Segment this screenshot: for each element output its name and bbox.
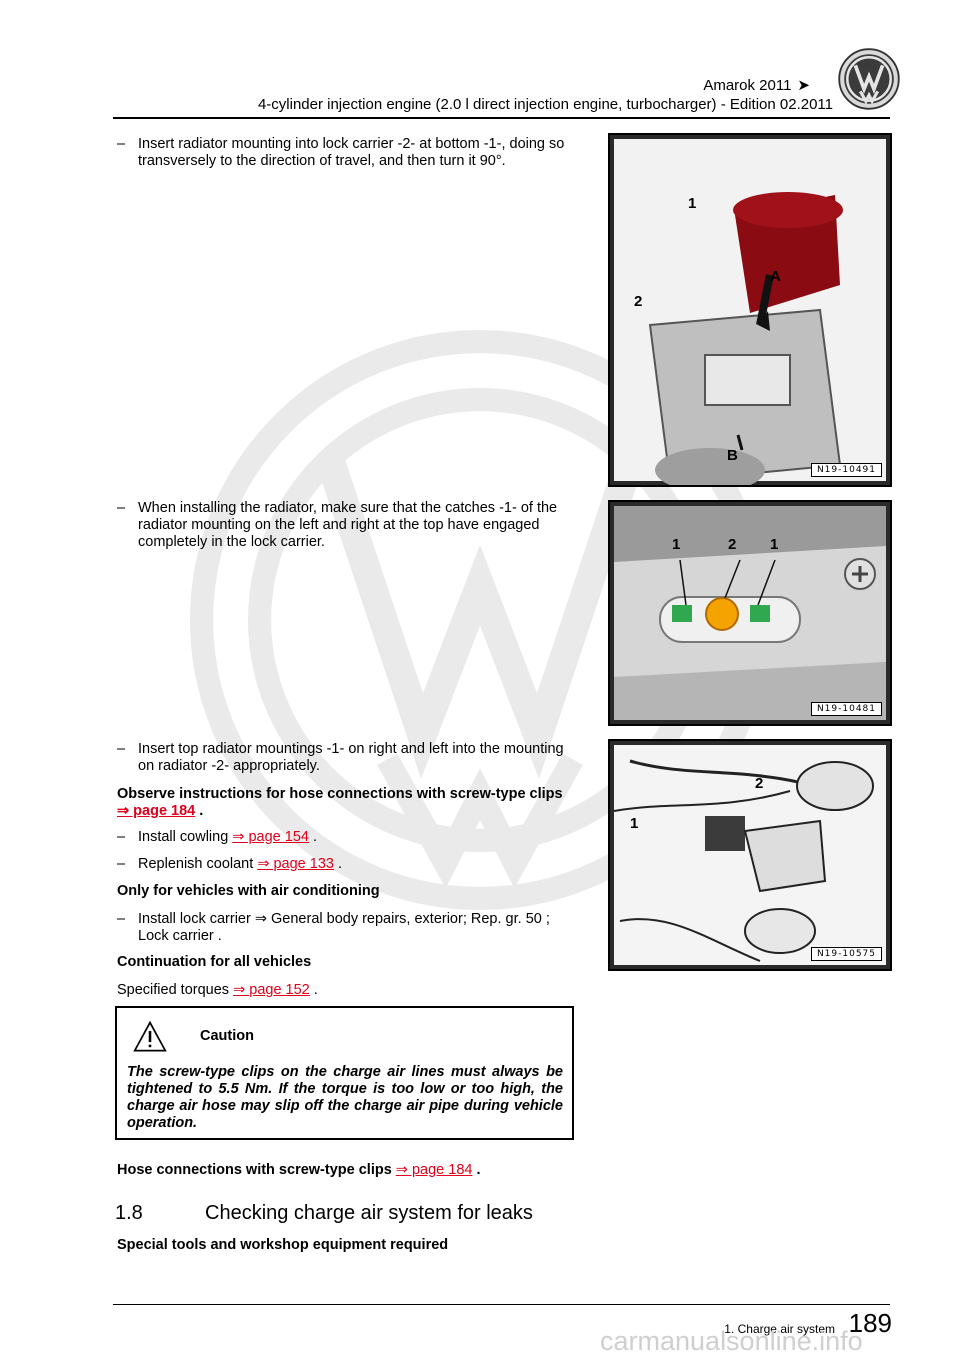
special-tools-heading: Special tools and workshop equipment req…: [117, 1237, 449, 1253]
torques-suffix: .: [313, 982, 318, 998]
step-dash: –: [117, 136, 126, 152]
figure-catches: 1 2 1 N19-10481: [608, 500, 892, 726]
page-133-link[interactable]: ⇒ page 133: [257, 856, 334, 872]
section-heading: 1.8 Checking charge air system for leaks: [115, 1202, 533, 1225]
caution-box: Caution The screw-type clips on the char…: [115, 1006, 574, 1140]
figure-hose-connections: 2 1 N19-10575: [608, 739, 892, 971]
step-dash: –: [117, 856, 126, 872]
page-184-link[interactable]: ⇒ page 184: [117, 803, 196, 819]
next-arrow-icon[interactable]: ➤: [797, 77, 810, 94]
figure-radiator-mounting: 1 2 A B N19-10491: [608, 133, 892, 487]
hose-instructions-note: Observe instructions for hose connection…: [117, 786, 577, 820]
step-text: Insert top radiator mountings -1- on rig…: [138, 741, 564, 774]
step-top-mountings: – Insert top radiator mountings -1- on r…: [117, 741, 577, 775]
step-dash: –: [117, 500, 126, 516]
figure-label: B: [727, 447, 738, 464]
figure-label: 2: [755, 775, 764, 792]
figure-label: 1: [630, 815, 639, 832]
page-152-link[interactable]: ⇒ page 152: [233, 982, 310, 998]
step-text: When installing the radiator, make sure …: [138, 500, 558, 550]
step-dash: –: [117, 911, 126, 927]
ac-heading: Only for vehicles with air conditioning: [117, 883, 380, 899]
header-title: 4-cylinder injection engine (2.0 l direc…: [257, 96, 833, 113]
figure-label: 1: [688, 195, 697, 212]
step-text: Replenish coolant: [138, 856, 254, 872]
figure-illustration: [614, 506, 886, 720]
figure-illustration: [614, 139, 886, 485]
step-suffix: .: [312, 829, 318, 845]
figure-label: 1: [770, 536, 779, 553]
figure-label: 2: [634, 293, 643, 310]
footer-section-label: 1. Charge air system: [724, 1322, 835, 1336]
hose-note-suffix: .: [199, 803, 204, 819]
step-text: Install lock carrier ⇒ General body repa…: [138, 911, 550, 944]
step-text: Install cowling: [138, 829, 229, 845]
hose-clips-note: Hose connections with screw-type clips ⇒…: [117, 1162, 481, 1179]
footer-rule: [113, 1304, 890, 1305]
page-184-link[interactable]: ⇒ page 184: [395, 1162, 473, 1178]
page-number: 189: [848, 1308, 892, 1338]
figure-label: 2: [728, 536, 737, 553]
site-stamp: carmanualsonline.info: [600, 1326, 863, 1356]
figure-caption: N19-10575: [810, 947, 882, 961]
hose-note-text: Observe instructions for hose connection…: [117, 786, 563, 802]
caution-body: The screw-type clips on the charge air l…: [127, 1064, 563, 1131]
header-model: Amarok 2011 ➤: [703, 76, 810, 94]
step-install-lock-carrier: – Install lock carrier ⇒ General body re…: [117, 911, 577, 945]
step-check-catches: – When installing the radiator, make sur…: [117, 500, 577, 551]
section-title: Checking charge air system for leaks: [205, 1202, 533, 1224]
warning-triangle-icon: [133, 1020, 167, 1052]
continuation-heading: Continuation for all vehicles: [117, 954, 312, 970]
figure-caption: N19-10481: [810, 702, 882, 716]
torques-text: Specified torques: [117, 982, 230, 998]
step-dash: –: [117, 741, 126, 757]
figure-illustration: [613, 745, 886, 965]
step-suffix: .: [338, 856, 343, 872]
specified-torques: Specified torques ⇒ page 152 .: [117, 982, 318, 999]
figure-label: 1: [672, 536, 681, 553]
hose-clips-text: Hose connections with screw-type clips: [117, 1162, 392, 1178]
caution-title: Caution: [200, 1028, 254, 1044]
step-replenish-coolant: – Replenish coolant ⇒ page 133 .: [117, 856, 577, 873]
step-dash: –: [117, 829, 126, 845]
step-text: Insert radiator mounting into lock carri…: [138, 136, 565, 169]
step-body: Replenish coolant ⇒ page 133 .: [138, 856, 577, 873]
figure-label: A: [770, 268, 781, 285]
hose-clips-suffix: .: [476, 1162, 481, 1178]
vw-logo-icon: [838, 48, 900, 110]
page-154-link[interactable]: ⇒ page 154: [232, 829, 309, 845]
model-name: Amarok 2011: [703, 77, 792, 94]
header-rule: [113, 117, 890, 119]
step-insert-mounting: – Insert radiator mounting into lock car…: [117, 136, 577, 170]
step-body: Install cowling ⇒ page 154 .: [138, 829, 577, 846]
section-number: 1.8: [115, 1202, 143, 1224]
step-install-cowling: – Install cowling ⇒ page 154 .: [117, 829, 577, 846]
figure-caption: N19-10491: [810, 463, 882, 477]
